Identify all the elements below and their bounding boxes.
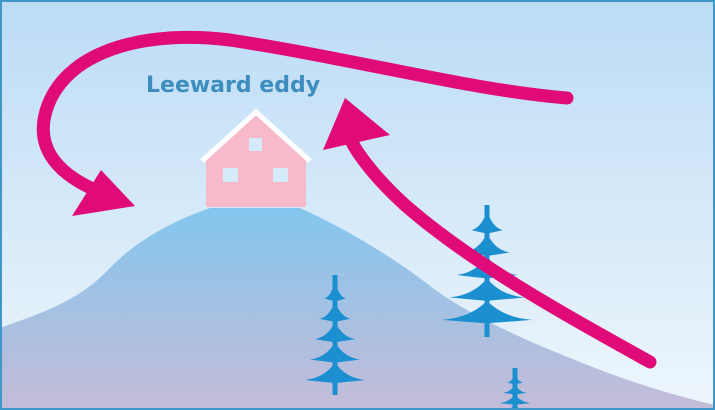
house-window-right [273,168,288,182]
house-window-left [223,168,238,182]
house-window-top [249,138,262,151]
leeward-eddy-label: Leeward eddy [146,73,320,98]
